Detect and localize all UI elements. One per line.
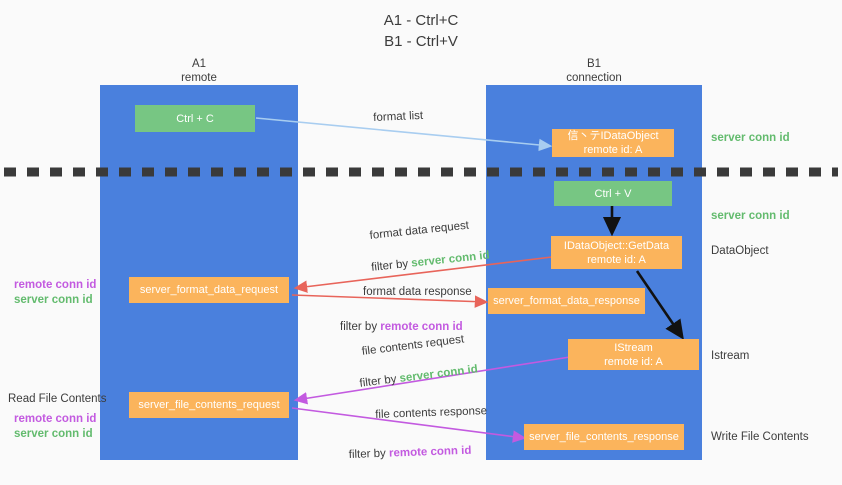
edge-label-format-data-response-filter: filter by remote conn id — [340, 305, 463, 335]
box-ctrl-v[interactable]: Ctrl + V — [554, 181, 672, 206]
box-istream[interactable]: IStream remote id: A — [568, 339, 699, 370]
edge-label-format-data-response: format data response — [363, 286, 472, 298]
filter-prefix: filter by — [348, 447, 390, 461]
edge-label-file-contents-response: file contents response — [375, 405, 488, 421]
right-label-server-conn-id-top: server conn id — [711, 132, 790, 144]
box-idataobject[interactable]: 信丶テIDataObject remote id: A — [552, 129, 674, 157]
right-label-dataobject: DataObject — [711, 245, 769, 257]
filter-value-remote-conn-id: remote conn id — [388, 444, 472, 460]
filter-prefix: filter by — [370, 257, 412, 274]
column-header-b1: B1 connection — [566, 58, 622, 84]
filter-prefix: filter by — [340, 321, 381, 333]
right-label-istream: Istream — [711, 350, 750, 362]
column-header-a1: A1 remote — [181, 58, 217, 84]
left-label-server-conn-id-2: server conn id — [14, 428, 93, 440]
box-idataobject-getdata[interactable]: IDataObject::GetData remote id: A — [551, 236, 682, 269]
right-label-server-conn-id-mid: server conn id — [711, 210, 790, 222]
box-server-file-contents-request[interactable]: server_file_contents_request — [129, 392, 289, 418]
edge-label-format-list: format list — [373, 109, 424, 124]
filter-value-server-conn-id: server conn id — [398, 363, 479, 385]
left-label-read-file-contents: Read File Contents — [8, 393, 107, 405]
left-label-remote-conn-id-2: remote conn id — [14, 413, 97, 425]
left-label-server-conn-id-1: server conn id — [14, 294, 93, 306]
box-server-file-contents-response[interactable]: server_file_contents_response — [524, 424, 684, 450]
box-server-format-data-request[interactable]: server_format_data_request — [129, 277, 289, 303]
filter-value-server-conn-id: server conn id — [410, 249, 491, 270]
box-ctrl-c[interactable]: Ctrl + C — [135, 105, 255, 132]
diagram-title: A1 - Ctrl+C B1 - Ctrl+V — [383, 12, 459, 50]
edge-label-file-contents-response-filter: filter by remote conn id — [348, 429, 472, 463]
left-label-remote-conn-id-1: remote conn id — [14, 279, 97, 291]
box-server-format-data-response[interactable]: server_format_data_response — [488, 288, 645, 314]
filter-value-remote-conn-id: remote conn id — [380, 321, 463, 333]
right-label-write-file-contents: Write File Contents — [711, 431, 809, 443]
filter-prefix: filter by — [358, 372, 401, 390]
